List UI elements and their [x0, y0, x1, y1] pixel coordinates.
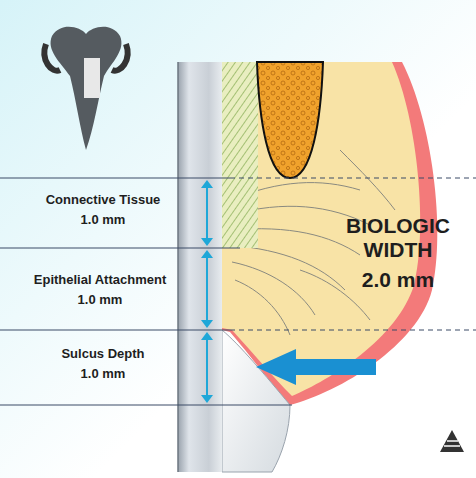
tissue-name: Sulcus Depth: [61, 347, 144, 362]
pointer-arrow: [256, 349, 376, 385]
dimension-label: 1.0 mm: [81, 213, 126, 228]
dimension-label: 1.0 mm: [81, 367, 126, 382]
dimension-arrows: [201, 180, 213, 403]
tissue-name: Epithelial Attachment: [34, 273, 166, 288]
heading-label: BIOLOGIC WIDTH: [328, 214, 468, 262]
tooth-root: [178, 62, 222, 472]
level-lines: [0, 178, 476, 405]
alveolar-bone: [257, 62, 323, 178]
ligament-fibers: [222, 62, 258, 248]
enamel: [222, 330, 290, 472]
dimension-label: 1.0 mm: [78, 293, 123, 308]
logo: [440, 430, 464, 452]
dimension-label: 2.0 mm: [362, 268, 434, 292]
tissue-name: Connective Tissue: [46, 193, 161, 208]
tooth-icon: [44, 27, 127, 150]
